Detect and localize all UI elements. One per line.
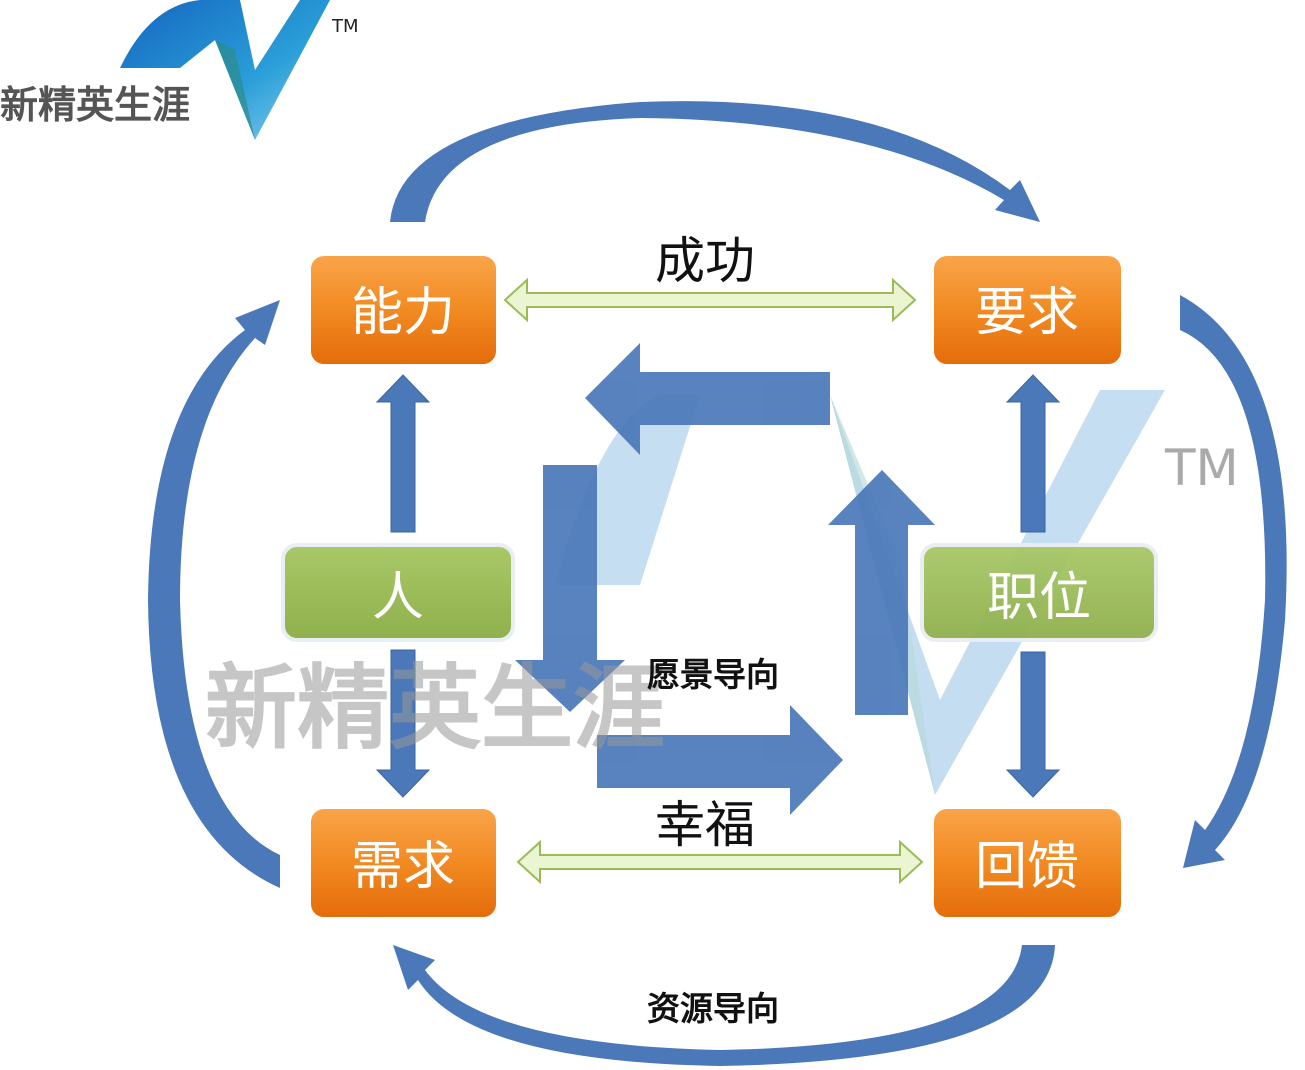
success-label: 成功 [655,232,755,290]
happiness-double-arrow [516,839,924,885]
person-to-ability-arrow [375,374,431,533]
watermark-text: 新精英生涯 [205,655,665,762]
node-person-label: 人 [372,568,424,628]
node-position-label: 职位 [987,568,1091,628]
bottom-curved-arrow [393,945,1055,1066]
position-to-feedback-arrow [1005,651,1061,798]
logo: 新精英生涯 TM [0,0,359,140]
central-cycle-arrows [515,343,935,815]
vision-label: 愿景导向 [647,655,779,694]
watermark-tm: TM [1164,439,1239,497]
node-position: 职位 [920,543,1158,642]
logo-text: 新精英生涯 [0,83,190,127]
central-left-arrow [585,343,830,455]
node-ability: 能力 [309,254,498,366]
central-right-arrow [597,705,843,815]
node-feedback: 回馈 [932,807,1123,919]
node-feedback-label: 回馈 [975,837,1079,897]
resource-label: 资源导向 [647,989,779,1028]
left-curved-arrow [148,300,280,888]
position-to-requirement-arrow [1005,374,1061,533]
node-requirement: 要求 [932,254,1123,366]
logo-tm: TM [331,16,359,37]
person-to-need-arrow [375,649,431,798]
node-person: 人 [281,543,515,642]
success-double-arrow [503,277,917,323]
node-ability-label: 能力 [351,283,455,343]
outer-cycle-arrows [148,101,1287,1066]
node-arrows [375,374,1061,798]
node-need-label: 需求 [351,837,455,897]
central-up-arrow [828,470,935,715]
top-curved-arrow [390,101,1040,222]
central-down-arrow [515,465,625,712]
right-curved-arrow [1180,295,1287,868]
happiness-label: 幸福 [655,796,755,854]
node-need: 需求 [309,807,498,919]
node-requirement-label: 要求 [975,283,1079,343]
